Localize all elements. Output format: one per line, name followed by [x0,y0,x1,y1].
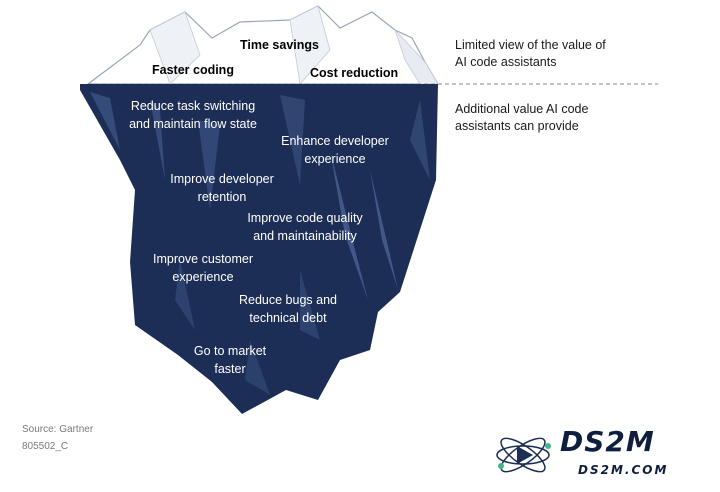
logo-subtext: DS2M.COM [578,463,669,477]
source-text: Source: Gartner [22,424,94,435]
tip-label: Time savings [240,38,319,52]
ds2m-logo-icon [496,437,551,473]
tip-label: Faster coding [152,63,234,77]
logo-text: DS2M [560,425,655,458]
tip-label: Cost reduction [310,66,399,80]
iceberg-underwater [80,84,438,414]
figure-code: 805502_C [22,441,69,452]
